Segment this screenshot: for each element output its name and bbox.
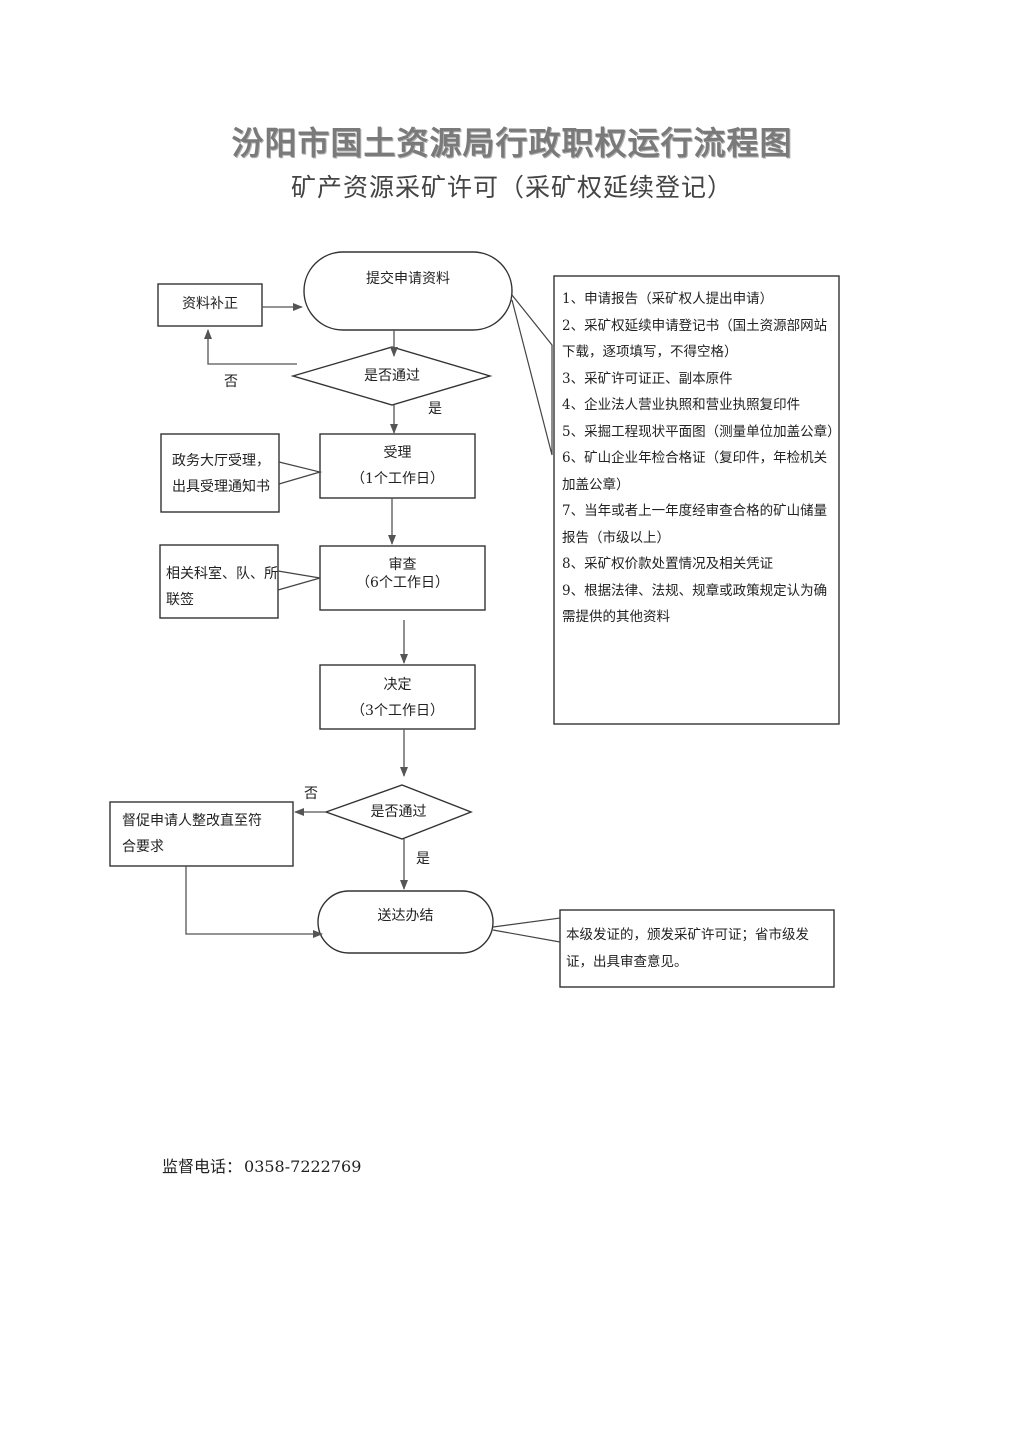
review-note-node: [159, 544, 279, 619]
accept-node: [319, 433, 476, 499]
requirement-item: 8、采矿权价款处置情况及相关凭证: [562, 556, 774, 572]
decide-node: [319, 664, 476, 730]
decision2-yes-label: 是: [416, 851, 430, 867]
callout-deliver-note: [492, 917, 561, 943]
requirements-list: 1、申请报告（采矿权人提出申请） 2、采矿权延续申请登记书（国土资源部网站下载，…: [562, 286, 841, 631]
page-subtitle: 矿产资源采矿许可（采矿权延续登记）: [290, 173, 733, 202]
requirement-item: 6、矿山企业年检合格证（复印件，年检机关加盖公章）: [562, 450, 828, 493]
deliver-label: 送达办结: [377, 908, 434, 924]
requirement-item: 2、采矿权延续申请登记书（国土资源部网站下载，逐项填写，不得空格）: [562, 317, 828, 361]
decision2-label: 是否通过: [370, 804, 427, 820]
page-title: 汾阳市国土资源局行政职权运行流程图: [231, 124, 793, 162]
decision1-yes-label: 是: [428, 401, 442, 417]
requirement-item: 3、采矿许可证正、副本原件: [562, 370, 733, 387]
submit-node: [303, 251, 513, 331]
rectify-line1: 督促申请人整改直至符: [122, 813, 262, 829]
supplement-node: [157, 283, 263, 327]
supervision-phone: 监督电话：0358-7222769: [160, 1153, 361, 1177]
decision1-node: [290, 346, 493, 406]
review-note-line2: 联签: [166, 592, 194, 608]
callout-requirements: [511, 294, 553, 456]
rectify-node: [109, 801, 294, 867]
decide-title: 决定: [383, 677, 412, 693]
deliver-note-node: [559, 909, 835, 988]
decision1-label: 是否通过: [364, 368, 420, 384]
deliver-note-text: 本级发证的，颁发采矿许可证；省市级发证，出具审查意见。: [566, 927, 809, 970]
callout-accept-note: [278, 461, 323, 485]
phone-number: 0358-7222769: [244, 1157, 362, 1176]
decision2-node: [323, 784, 473, 840]
decide-days: （3个工作日）: [351, 703, 444, 719]
callout-review-note: [277, 570, 321, 591]
accept-days: （1个工作日）: [351, 471, 444, 487]
phone-label: 监督电话：: [162, 1157, 243, 1176]
requirements-node: [553, 275, 840, 725]
edge-decision1-supplement: [204, 329, 297, 365]
decision2-no-label: 否: [304, 786, 318, 802]
requirement-item: 7、当年或者上一年度经审查合格的矿山储量报告（市级以上）: [562, 503, 828, 546]
accept-note-node: [160, 433, 280, 513]
requirement-item: 4、企业法人营业执照和营业执照复印件: [562, 397, 801, 413]
submit-label: 提交申请资料: [366, 271, 450, 287]
requirement-item: 9、根据法律、法规、规章或政策规定认为确需提供的其他资料: [562, 582, 828, 626]
accept-note-line1: 政务大厅受理，: [172, 453, 270, 469]
review-note-line1: 相关科室、队、所: [166, 566, 278, 582]
review-days: （6个工作日）: [356, 575, 449, 591]
review-title: 审查: [388, 557, 417, 573]
requirement-item: 1、申请报告（采矿权人提出申请）: [562, 291, 774, 307]
edge-rectify-deliver: [185, 866, 323, 938]
decision1-no-label: 否: [224, 374, 238, 390]
accept-note-line2: 出具受理通知书: [172, 479, 270, 495]
supplement-label: 资料补正: [182, 296, 238, 312]
accept-title: 受理: [383, 445, 412, 461]
requirement-item: 5、采掘工程现状平面图（测量单位加盖公章）: [562, 423, 841, 440]
rectify-line2: 合要求: [122, 839, 164, 855]
deliver-node: [317, 890, 494, 954]
